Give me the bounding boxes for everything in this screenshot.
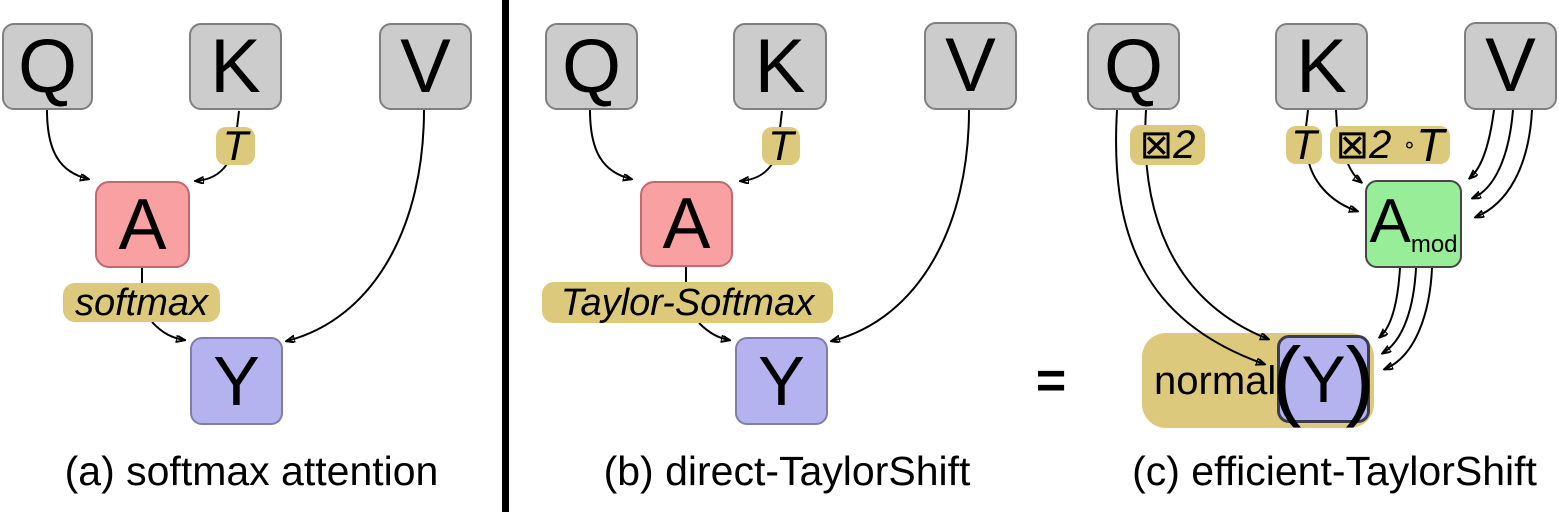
square-text: ⊠2 <box>1335 123 1392 167</box>
node-query-label: Q <box>17 23 78 109</box>
transpose-text: T <box>222 122 249 169</box>
edge-c-v-to-amod-1 <box>1470 109 1495 178</box>
edge-a-softmax-to-output <box>151 321 184 340</box>
elementwise-square-text: ⊠2 <box>1139 123 1196 167</box>
node-key: K <box>1275 23 1368 110</box>
node-query-label: Q <box>1103 23 1164 109</box>
caption-a: (a) softmax attention <box>64 448 439 494</box>
paren-close-text: ) <box>1345 329 1375 428</box>
edge-c-v-to-amod-2 <box>1473 109 1514 198</box>
node-value: V <box>1464 22 1557 110</box>
paren-open-text: ( <box>1272 329 1302 428</box>
edge-b-op-to-output <box>698 322 729 340</box>
transpose-label: T <box>762 122 800 169</box>
edge-b-q-to-attn <box>589 109 631 179</box>
attention-mod-main: A <box>1369 187 1411 256</box>
normalize-text: normal <box>1154 358 1277 403</box>
softmax-text: softmax <box>74 281 209 324</box>
node-output: (Y) <box>1272 335 1375 423</box>
node-query: Q <box>1087 23 1180 110</box>
node-output-label: Y <box>1301 342 1346 416</box>
edge-c-amod-to-output-1 <box>1380 267 1401 337</box>
node-query: Q <box>545 23 638 110</box>
caption-c: (c) efficient-TaylorShift <box>1132 448 1537 494</box>
edge-c-amod-to-output-3 <box>1385 267 1433 369</box>
edge-c-transpose-to-amod <box>1308 162 1357 211</box>
attention-mod-sub: mod <box>1410 231 1458 258</box>
node-output-label: Y <box>213 342 260 420</box>
node-key: K <box>189 23 282 110</box>
node-output: Y <box>190 337 283 425</box>
panel-divider <box>502 0 509 512</box>
transpose-text: T <box>1291 121 1317 168</box>
node-output-label: Y <box>758 342 805 420</box>
node-key-label: K <box>210 23 261 109</box>
edge-c-amod-to-output-2 <box>1383 267 1417 353</box>
node-attention: A <box>95 181 190 268</box>
node-output: Y <box>735 337 828 425</box>
softmax-label: softmax <box>63 283 220 322</box>
node-attention-mod: Amod <box>1365 180 1462 268</box>
transpose-label: T <box>1286 121 1322 168</box>
ring-operator-text: ∘ <box>1402 132 1417 157</box>
node-value: V <box>924 22 1017 110</box>
node-attention-label: A <box>118 184 167 265</box>
node-attention-mod-label: Amod <box>1369 191 1457 257</box>
node-value: V <box>379 23 472 110</box>
edge-c-v-to-amod-3 <box>1476 109 1533 217</box>
node-value-label: V <box>945 23 996 108</box>
edge-a-v-to-output <box>287 109 425 341</box>
node-attention: A <box>640 181 733 267</box>
node-attention-label: A <box>662 184 711 264</box>
transpose-b-text: T <box>1416 119 1445 171</box>
node-key: K <box>733 23 827 110</box>
node-key-label: K <box>754 23 806 109</box>
caption-b: (b) direct-TaylorShift <box>603 448 971 494</box>
transpose-label: T <box>216 122 255 169</box>
node-key-label: K <box>1296 23 1347 109</box>
square-compose-transpose-label: ⊠2 ∘T <box>1330 122 1450 168</box>
edge-b-v-to-output <box>832 109 970 341</box>
transpose-text: T <box>768 122 794 169</box>
taylor-softmax-label: Taylor-Softmax <box>542 282 833 323</box>
edge-a-q-to-attn <box>46 109 88 179</box>
node-value-label: V <box>400 23 451 109</box>
node-query: Q <box>2 23 93 110</box>
node-value-label: V <box>1485 23 1536 108</box>
taylor-softmax-text: Taylor-Softmax <box>560 281 815 324</box>
equals-sign: = <box>1011 353 1091 409</box>
node-query-label: Q <box>561 23 622 109</box>
equals-text: = <box>1035 352 1067 410</box>
elementwise-square-label: ⊠2 <box>1130 125 1205 165</box>
